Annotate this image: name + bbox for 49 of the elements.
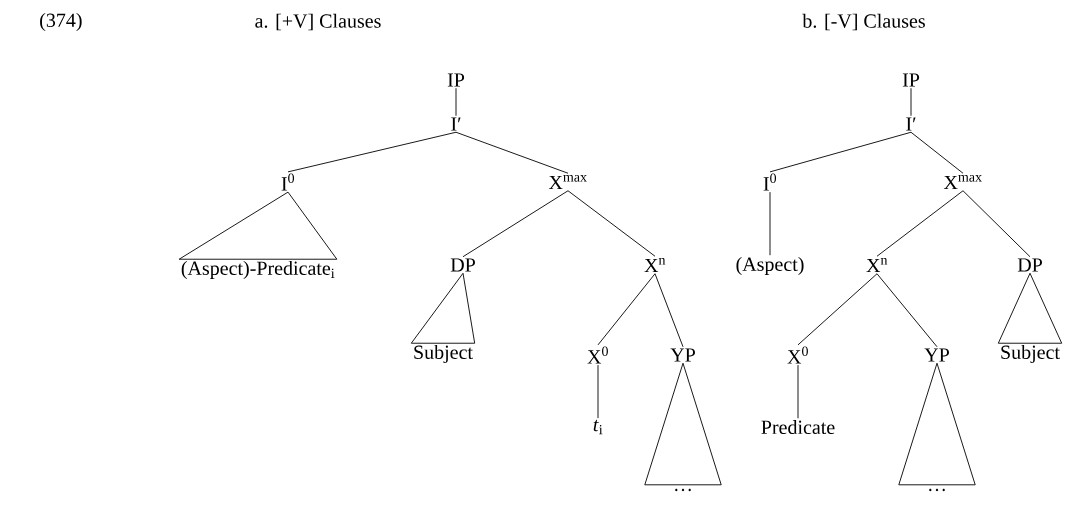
branch-line <box>876 190 964 257</box>
tree-label: X$^{0}$ <box>587 346 608 364</box>
branch-line <box>797 273 878 346</box>
tree-label: YP <box>670 348 695 362</box>
tree-label: X$^{max}$ <box>943 174 982 190</box>
tree-label: … <box>675 488 691 492</box>
triangle <box>997 272 1063 344</box>
tree-label: IP <box>447 73 465 87</box>
tree-label: IP <box>902 73 920 87</box>
tree-label: (Aspect)-Predicate$_{i}$ <box>181 260 335 280</box>
tree-label: DP <box>450 258 475 272</box>
heading: (374) <box>40 12 82 32</box>
branch-line <box>797 364 799 419</box>
branch-line <box>597 273 656 346</box>
branch-line <box>567 190 656 257</box>
branch-line <box>876 273 938 348</box>
tree-label: X$^{n}$ <box>866 257 888 273</box>
tree-label: DP <box>1017 258 1042 272</box>
branch-line <box>910 131 964 174</box>
branch-line <box>654 273 684 348</box>
tree-label: t$_{i}$ <box>593 419 603 435</box>
triangle <box>178 191 338 260</box>
tree-label: YP <box>924 348 949 362</box>
tree-label: Subject <box>1001 344 1060 364</box>
triangle <box>898 362 976 486</box>
heading: b. [-V] Clauses <box>802 13 925 31</box>
tree-label: … <box>929 488 945 492</box>
branch-line <box>769 131 912 173</box>
tree-label: X$^{n}$ <box>644 257 666 273</box>
branch-line <box>462 190 569 258</box>
branch-line <box>597 364 599 419</box>
tree-label: Predicate <box>761 419 835 435</box>
tree-label: Subject <box>414 344 473 364</box>
tree-label: X$^{max}$ <box>548 174 587 190</box>
tree-label: I′ <box>451 117 461 131</box>
tree-label: X$^{0}$ <box>787 346 808 364</box>
branch-line <box>962 190 1031 258</box>
tree-label: I$^{0}$ <box>763 173 777 191</box>
triangle <box>410 272 476 344</box>
branch-line <box>287 131 457 173</box>
branch-line <box>769 191 771 256</box>
branch-line <box>455 87 457 117</box>
tree-label: (Aspect) <box>736 256 804 276</box>
triangle <box>644 362 722 486</box>
heading: a. [+V] Clauses <box>255 13 381 31</box>
tree-label: I$^{0}$ <box>281 173 295 191</box>
branch-line <box>455 131 569 174</box>
branch-line <box>910 87 912 117</box>
tree-label: I′ <box>906 117 916 131</box>
